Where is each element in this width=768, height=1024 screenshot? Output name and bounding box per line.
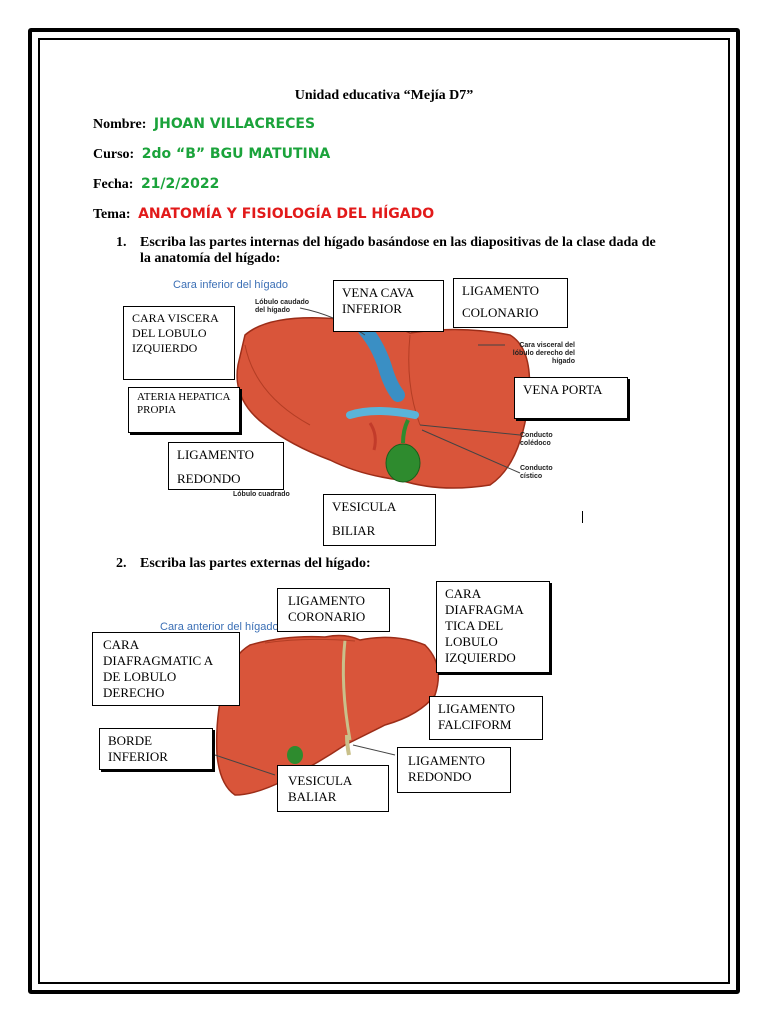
course-row: Curso: 2do “B” BGU MATUTINA <box>93 146 330 163</box>
date-row: Fecha: 21/2/2022 <box>93 176 219 193</box>
name-label: Nombre: <box>93 117 147 132</box>
label-lobulo-caudado: Lóbulo caudado del hígado <box>255 299 310 314</box>
answer-ligamento-coronario: LIGAMENTO CORONARIO <box>277 588 390 632</box>
date-label: Fecha: <box>93 177 134 192</box>
page-border-inner <box>38 38 730 984</box>
text-cursor <box>582 511 583 523</box>
question-2-text: Escriba las partes externas del hígado: <box>140 556 371 571</box>
answer-ligamento-redondo: LIGAMENTO REDONDO <box>168 442 284 490</box>
name-value: JHOAN VILLACRECES <box>153 116 316 132</box>
figure-1-caption: Cara inferior del hígado <box>173 279 288 291</box>
answer-borde-inferior: BORDE INFERIOR <box>99 728 213 770</box>
answer-ligamento-redondo: LIGAMENTO REDONDO <box>397 747 511 793</box>
question-2-number: 2. <box>116 556 127 571</box>
page-border-outer <box>28 28 740 994</box>
question-1-number: 1. <box>116 235 127 250</box>
course-label: Curso: <box>93 147 135 162</box>
school-title: Unidad educativa “Mejía D7” <box>294 88 474 103</box>
name-row: Nombre: JHOAN VILLACRECES <box>93 116 315 133</box>
course-value: 2do “B” BGU MATUTINA <box>141 146 331 162</box>
answer-cara-visceral: CARA VISCERA DEL LOBULO IZQUIERDO <box>123 306 235 380</box>
topic-value: ANATOMÍA Y FISIOLOGÍA DEL HÍGADO <box>138 206 435 222</box>
answer-ligamento-colonario: LIGAMENTO COLONARIO <box>453 278 568 328</box>
label-conducto-cistico: Conducto cístico <box>520 465 553 480</box>
question-2: 2. Escriba las partes externas del hígad… <box>116 556 656 574</box>
answer-vena-porta: VENA PORTA <box>514 377 628 419</box>
topic-row: Tema: ANATOMÍA Y FISIOLOGÍA DEL HÍGADO <box>93 206 434 223</box>
question-1: 1. Escriba las partes internas del hígad… <box>116 235 656 269</box>
answer-arteria: ATERIA HEPATICA PROPIA <box>128 387 240 433</box>
answer-cara-diafragmatica-der: CARA DIAFRAGMATIC A DE LOBULO DERECHO <box>92 632 240 706</box>
answer-vena-cava: VENA CAVA INFERIOR <box>333 280 444 332</box>
figure-2-caption: Cara anterior del hígado <box>160 621 279 633</box>
answer-cara-diafragmatica-izq: CARA DIAFRAGMA TICA DEL LOBULO IZQUIERDO <box>436 581 550 673</box>
answer-ligamento-falciforme: LIGAMENTO FALCIFORM <box>429 696 543 740</box>
answer-vesicula-biliar: VESICULA BILIAR <box>323 494 436 546</box>
label-conducto-coledoco: Conducto colédoco <box>520 432 553 447</box>
label-cara-visceral: Cara visceral del lóbulo derecho del híg… <box>512 342 575 365</box>
label-lobulo-cuadrado: Lóbulo cuadrado <box>233 491 290 498</box>
topic-label: Tema: <box>93 207 131 222</box>
date-value: 21/2/2022 <box>140 176 220 192</box>
question-1-text: Escriba las partes internas del hígado b… <box>140 235 656 266</box>
answer-vesicula: VESICULA BALIAR <box>277 765 389 812</box>
